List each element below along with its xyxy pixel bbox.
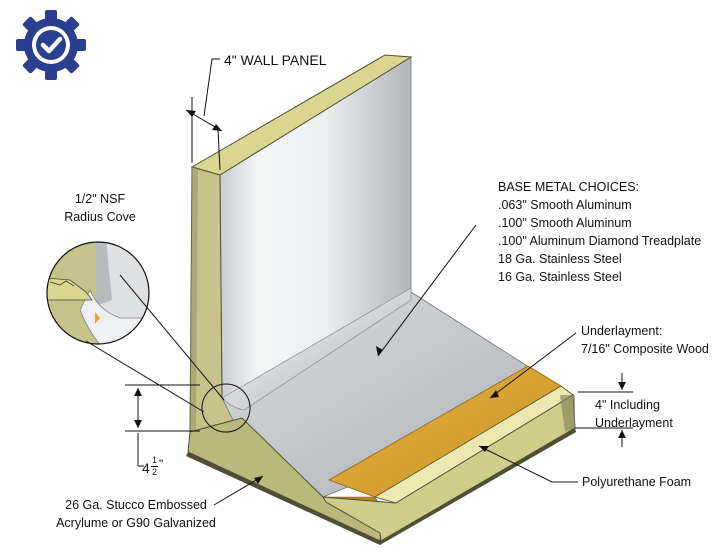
cove-height-label: 4 1 2 ": [142, 455, 182, 481]
base-metal-option: 16 Ga. Stainless Steel: [498, 270, 622, 284]
base-metal-title: BASE METAL CHOICES:: [498, 180, 640, 194]
cove-height-unit: ": [159, 457, 164, 471]
base-metal-option: .063" Smooth Aluminum: [498, 198, 632, 212]
stucco-label: 26 Ga. Stucco Embossed Acrylume or G90 G…: [50, 496, 222, 532]
radius-cove: [221, 287, 412, 411]
wall-panel-label: 4" WALL PANEL: [224, 52, 327, 68]
base-metal-option: .100" Aluminum Diamond Treadplate: [498, 234, 702, 248]
stucco-line2: Acrylume or G90 Galvanized: [56, 516, 216, 530]
cove-label-line1: 1/2" NSF: [74, 192, 126, 206]
thickness-line1: 4" Including: [595, 398, 660, 412]
cove-height-den: 2: [152, 467, 158, 477]
stucco-line1: 26 Ga. Stucco Embossed: [65, 498, 207, 512]
thickness-line2: Underlayment: [595, 416, 673, 430]
cove-label-line2: Radius Cove: [64, 210, 136, 224]
cove-detail-circle: [201, 383, 251, 433]
radius-cove-label: 1/2" NSF Radius Cove: [58, 190, 142, 226]
cove-height-num: 1: [152, 455, 158, 465]
gear-check-icon: [16, 10, 86, 80]
fraction-bar: [151, 466, 158, 467]
cove-zoom-detail: [47, 242, 149, 344]
base-metal-option: .100" Smooth Aluminum: [498, 216, 632, 230]
underlayment-line2: 7/16" Composite Wood: [581, 342, 709, 356]
thickness-label: 4" Including Underlayment: [595, 396, 673, 432]
underlayment-line1: Underlayment:: [581, 324, 663, 338]
underlayment-label: Underlayment: 7/16" Composite Wood: [581, 322, 709, 358]
base-metal-choices: BASE METAL CHOICES: .063" Smooth Aluminu…: [498, 178, 701, 286]
base-metal-option: 18 Ga. Stainless Steel: [498, 252, 622, 266]
foam-label: Polyurethane Foam: [582, 475, 692, 489]
cove-height-whole: 4: [142, 460, 150, 476]
